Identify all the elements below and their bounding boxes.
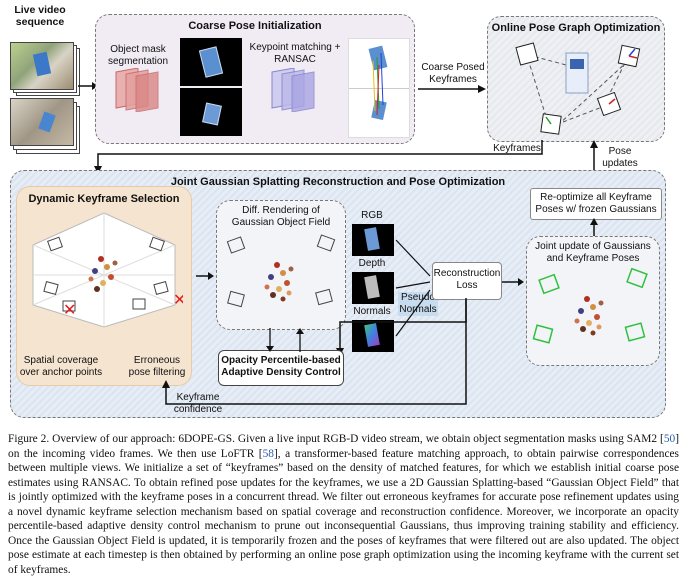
keypoint-match-image — [348, 38, 410, 138]
svg-text:✕: ✕ — [63, 300, 76, 319]
opacity-density-box: Opacity Percentile-based Adaptive Densit… — [218, 350, 344, 386]
video-frame-image — [10, 98, 74, 146]
caption-ref-50[interactable]: 50 — [663, 433, 676, 445]
svg-text:✕: ✕ — [173, 290, 183, 309]
depth-render — [352, 272, 394, 304]
erroneous-pose-label: Erroneous pose filtering — [128, 355, 186, 378]
diff-rendering-panel: Diff. Rendering of Gaussian Object Field — [216, 200, 346, 330]
joint-update-label: Joint update of Gaussians and Keyframe P… — [535, 241, 651, 264]
online-pose-graph-title: Online Pose Graph Optimization — [491, 22, 661, 34]
reconstruction-loss-box: Reconstruction Loss — [432, 262, 502, 300]
keyframe-confidence-label: Keyframe confidence — [173, 392, 223, 415]
keyframes-label: Keyframes — [493, 143, 541, 154]
dynamic-keyframe-panel: Dynamic Keyframe Selection ✕ ✕ Spatial c… — [16, 186, 192, 386]
arrows-opacity-diff — [266, 328, 304, 352]
reoptimize-label: Re-optimize all Keyframe Poses w/ frozen… — [535, 192, 657, 215]
coarse-pose-title: Coarse Pose Initialization — [188, 20, 322, 32]
arrows-renders-to-loss — [395, 239, 431, 337]
joint-update-panel: Joint update of Gaussians and Keyframe P… — [526, 236, 660, 366]
joint-panel-title: Joint Gaussian Splatting Reconstruction … — [170, 176, 506, 188]
depth-label: Depth — [358, 258, 386, 269]
video-frame-stack-bottom — [10, 98, 80, 154]
figure-diagram: Live video sequence Coarse Pose Initiali… — [10, 4, 666, 418]
keyframe-confidence-connector — [162, 300, 467, 405]
normals-label: Normals — [353, 306, 391, 317]
pose-graph-illustration — [515, 42, 641, 135]
joint-update-illustration — [532, 267, 648, 344]
rgb-render — [352, 224, 394, 256]
normals-render — [352, 320, 394, 352]
spatial-coverage-label: Spatial coverage over anchor points — [19, 355, 103, 378]
keyframes-connector — [94, 140, 543, 174]
mask-segmentation-label: Object mask segmentation — [107, 44, 169, 67]
diff-rendering-label: Diff. Rendering of Gaussian Object Field — [231, 205, 331, 228]
opacity-density-label: Opacity Percentile-based Adaptive Densit… — [221, 355, 341, 378]
arrow-coarse-to-online — [418, 85, 486, 93]
reconstruction-loss-label: Reconstruction Loss — [433, 268, 501, 291]
caption-text-2: ] on the incoming video frames. We then … — [8, 433, 679, 460]
keypoint-matching-label: Keypoint matching + RANSAC — [249, 42, 341, 65]
coarse-posed-keyframes-label: Coarse Posed Keyframes — [421, 62, 485, 85]
online-pose-graph-panel: Online Pose Graph Optimization — [487, 16, 665, 142]
caption-text-3: ], a transformer-based feature matching … — [8, 447, 679, 576]
arrow-dynamic-to-diff — [196, 272, 214, 280]
gaussian-field-illustration — [226, 234, 336, 308]
keypoint-stack-icon — [271, 68, 315, 112]
pose-updates-label: Pose updates — [602, 146, 638, 169]
pseudo-normals-label: Pseudo Normals — [398, 292, 438, 316]
anchor-sphere-illustration: ✕ ✕ — [32, 212, 183, 328]
figure-caption: Figure 2. Overview of our approach: 6DOP… — [8, 432, 679, 577]
rgb-label: RGB — [361, 210, 383, 221]
reoptimize-box: Re-optimize all Keyframe Poses w/ frozen… — [530, 188, 662, 220]
caption-text-1: Figure 2. Overview of our approach: 6DOP… — [8, 433, 664, 445]
mask-thumbnail-bottom — [180, 88, 242, 136]
video-frame-image — [10, 42, 74, 90]
mask-stack-icon — [115, 68, 159, 112]
arrow-joint-to-reoptimize — [590, 218, 598, 236]
mask-thumbnail-top — [180, 38, 242, 86]
caption-ref-58[interactable]: 58 — [262, 447, 274, 460]
video-frame-stack-top — [10, 42, 80, 96]
input-label: Live video sequence — [14, 4, 66, 28]
arrow-loss-to-joint-update — [502, 278, 524, 286]
dynamic-keyframe-title: Dynamic Keyframe Selection — [28, 193, 180, 205]
